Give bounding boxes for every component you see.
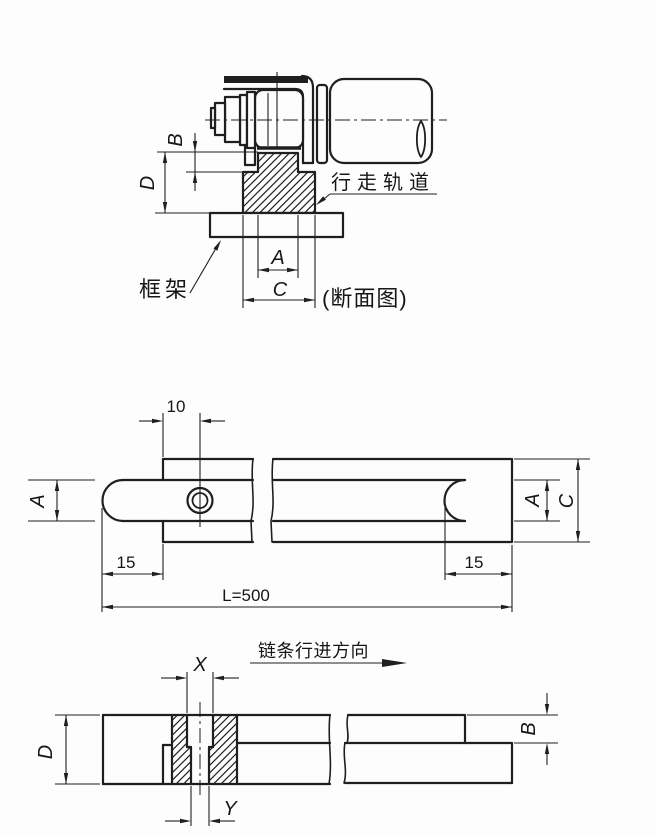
dim-x: X (161, 654, 239, 713)
break-edge-right (270, 458, 274, 543)
break-edge-bottom-right-2 (343, 742, 347, 784)
hatch-left-lower (172, 747, 191, 784)
break-edge-left (250, 458, 254, 543)
dim-d-bottom: D (35, 714, 100, 785)
dim-d: D (137, 152, 212, 214)
trolley-assembly (209, 72, 434, 167)
frame-label: 框架 (139, 277, 191, 302)
frame-plate (208, 211, 345, 239)
dim-15-left: 15 (101, 508, 164, 612)
link-left-segment (101, 457, 255, 544)
dim-a-section: A (257, 215, 299, 278)
dim-x-label: X (192, 654, 207, 676)
dim-a-right: A (514, 479, 560, 522)
break-edge-bottom-left (328, 714, 332, 785)
dim-15-right: 15 (444, 508, 512, 580)
dim-a-left: A (27, 479, 95, 522)
dim-offset-10: 10 (139, 397, 225, 457)
dim-a-left-label: A (27, 494, 49, 508)
dim-a-right-label: A (522, 493, 544, 507)
dim-15-left-label: 15 (117, 553, 136, 572)
bracket-outer-edge (300, 74, 315, 165)
section-view: B D A C 行走轨道 (137, 72, 447, 311)
joint-right-segment (343, 713, 514, 785)
frame-callout: 框架 (139, 240, 221, 302)
dim-15-right-label: 15 (465, 553, 484, 572)
dim-b: B (157, 133, 258, 191)
dim-y-label: Y (223, 798, 238, 820)
dim-length: L=500 (102, 545, 513, 612)
dim-b-bottom-label: B (518, 722, 540, 735)
dim-b-bottom: B (467, 693, 558, 765)
section-caption: (断面图) (322, 286, 408, 311)
hatch-right-lower (209, 747, 237, 784)
dim-a-label: A (270, 247, 284, 269)
dim-y: Y (165, 786, 238, 826)
hatch-right-upper (213, 715, 237, 747)
dim-c-side-label: C (556, 493, 578, 508)
bottom-view: 链条行进方向 (35, 641, 558, 826)
dim-b-label: B (165, 133, 187, 146)
pin-hole (186, 413, 214, 527)
dim-d-bottom-label: D (35, 745, 57, 759)
link-right-segment (270, 457, 514, 544)
bolt-step-1 (209, 106, 217, 130)
roller-cylinder (328, 77, 434, 165)
nut-block (253, 88, 305, 150)
track-callout: 行走轨道 (316, 171, 437, 205)
track-label: 行走轨道 (331, 171, 435, 194)
dim-c-label: C (273, 279, 288, 301)
joint-left-segment (101, 702, 332, 796)
dim-offset-label: 10 (167, 397, 186, 416)
hatch-left-upper (172, 715, 187, 747)
travel-direction-label: 链条行进方向 (258, 641, 369, 661)
break-edge-bottom-right-1 (346, 714, 349, 744)
bracket-top-bar (224, 76, 308, 83)
travel-direction: 链条行进方向 (250, 641, 407, 667)
bolt-step-2 (213, 101, 227, 137)
side-view: 10 A 15 15 (27, 397, 590, 612)
dim-c-side: C (514, 458, 590, 543)
dim-c-section: C (242, 215, 316, 308)
dim-length-label: L=500 (222, 586, 270, 605)
roller-end-cap (415, 120, 427, 158)
dim-d-label: D (137, 176, 159, 190)
washer-plate (315, 83, 329, 165)
